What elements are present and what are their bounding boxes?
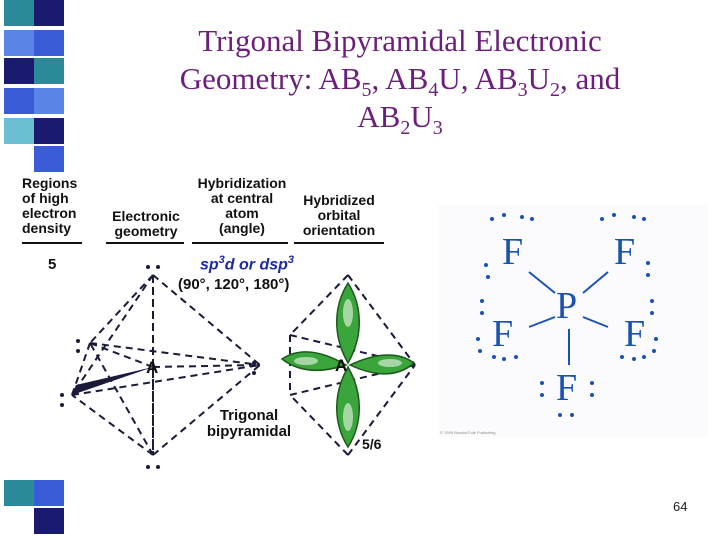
sidebar-square [4,480,34,506]
sidebar-square [34,146,64,172]
central-atom-label: A [335,356,348,375]
title-line-1: Trigonal Bipyramidal Electronic [198,23,602,58]
header-rule [22,242,82,244]
sidebar-square [4,88,34,114]
sidebar-square [34,118,64,144]
sidebar-square [4,58,34,84]
header-rule [294,242,384,244]
copyright-caption: © 1999 Brooks/Cole Publishing [440,430,496,435]
header-rule [106,242,184,244]
title-line-3: AB2U3 [357,99,443,140]
sidebar-square [4,118,34,144]
phosphorus-atom: P [556,285,578,327]
title-line-2: Geometry: AB5, AB4U, AB3U2, and [179,61,621,102]
slide-title: Trigonal Bipyramidal Electronic Geometry… [120,22,680,140]
sidebar-decoration [0,0,70,540]
sidebar-square [34,480,64,506]
page-number: 64 [673,499,688,514]
region-count: 5 [48,256,57,273]
central-atom-label: A [146,358,159,377]
pf5-lewis-structure: P F F F F F © 1999 Brooks/Cole Publishin… [438,205,708,437]
sidebar-square [34,58,64,84]
fluorine-atom: F [614,231,636,273]
fluorine-atom: F [556,367,578,409]
fluorine-atom: F [502,231,524,273]
fluorine-atom: F [624,313,646,355]
sidebar-square [34,30,64,56]
header-rule [192,242,288,244]
fluorine-atom: F [492,313,514,355]
bond-angles: (90°, 120°, 180°) [178,276,290,293]
sidebar-square [34,0,64,26]
sidebar-square [34,88,64,114]
sidebar-square [34,508,64,534]
lewis-bonds [476,213,658,417]
sidebar-square [4,30,34,56]
sidebar-square [4,0,34,26]
orbital-count-label: 5/6 [362,436,382,452]
trigonal-bipyramid-diagram [60,265,416,469]
hybridization-label: sp3d or dsp3 [200,254,295,274]
